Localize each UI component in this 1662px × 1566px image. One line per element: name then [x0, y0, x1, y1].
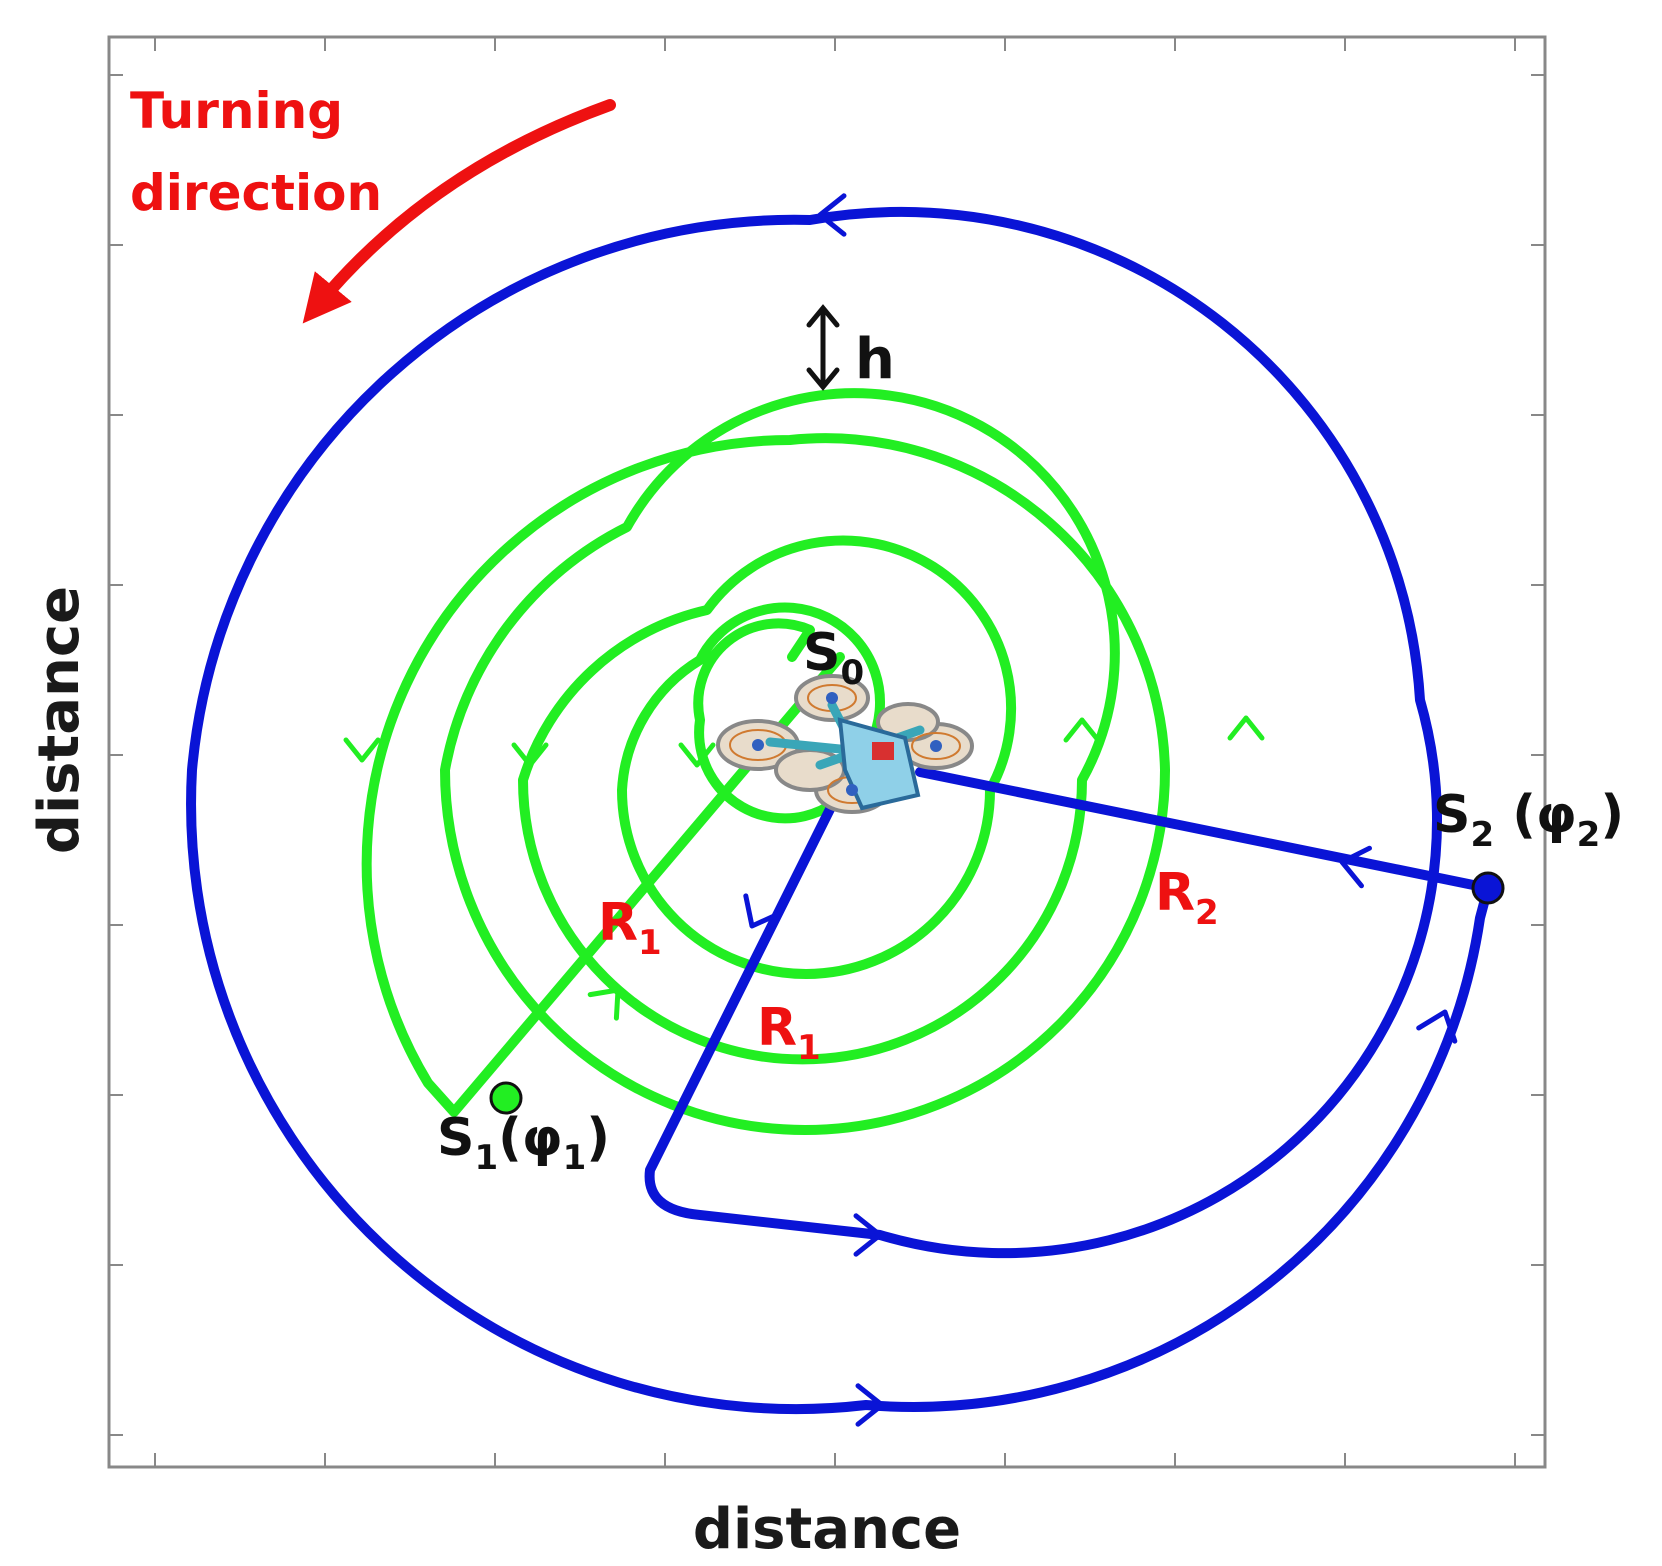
direction-chevron-icon [587, 987, 621, 1021]
label-r1-green: R1 [598, 893, 662, 963]
direction-chevron-icon [1227, 715, 1265, 741]
label-s2: S2 (φ2) [1433, 785, 1624, 855]
double-headed-arrow-icon [806, 304, 840, 391]
x-axis-label: distance [693, 1497, 961, 1562]
s2-start-point [1471, 871, 1505, 905]
label-s1: S1(φ1) [437, 1108, 610, 1178]
curved-arrow-icon [302, 99, 616, 324]
direction-chevron-icon [678, 742, 716, 768]
label-r2: R2 [1155, 863, 1219, 933]
blue-spiral-path [186, 206, 1493, 1414]
label-r1-blue: R1 [757, 998, 821, 1068]
direction-chevron-icon [343, 737, 381, 763]
direction-chevron-icon [855, 1383, 885, 1427]
direction-chevron-icon [1416, 1009, 1458, 1044]
spacing-label-h: h [855, 327, 895, 392]
plot-frame [107, 35, 1547, 1469]
turning-label-line2: direction [130, 164, 382, 222]
y-axis-label: distance [27, 586, 92, 854]
green-direction-arrows [343, 715, 1265, 1021]
direction-chevron-icon [1339, 845, 1372, 889]
blue-direction-arrows [743, 193, 1458, 1427]
direction-chevron-icon [1063, 717, 1101, 743]
turning-label-line1: Turning [130, 82, 343, 140]
direction-chevron-icon [817, 193, 847, 237]
direction-chevron-icon [743, 893, 783, 929]
axis-ticks [109, 37, 1545, 1467]
s1-start-point [489, 1081, 523, 1115]
quadcopter-drone-icon [716, 674, 974, 814]
direction-chevron-icon [511, 742, 549, 768]
green-spiral-path [361, 388, 1170, 1135]
direction-chevron-icon [853, 1213, 883, 1257]
label-s0: S0 [803, 623, 864, 693]
